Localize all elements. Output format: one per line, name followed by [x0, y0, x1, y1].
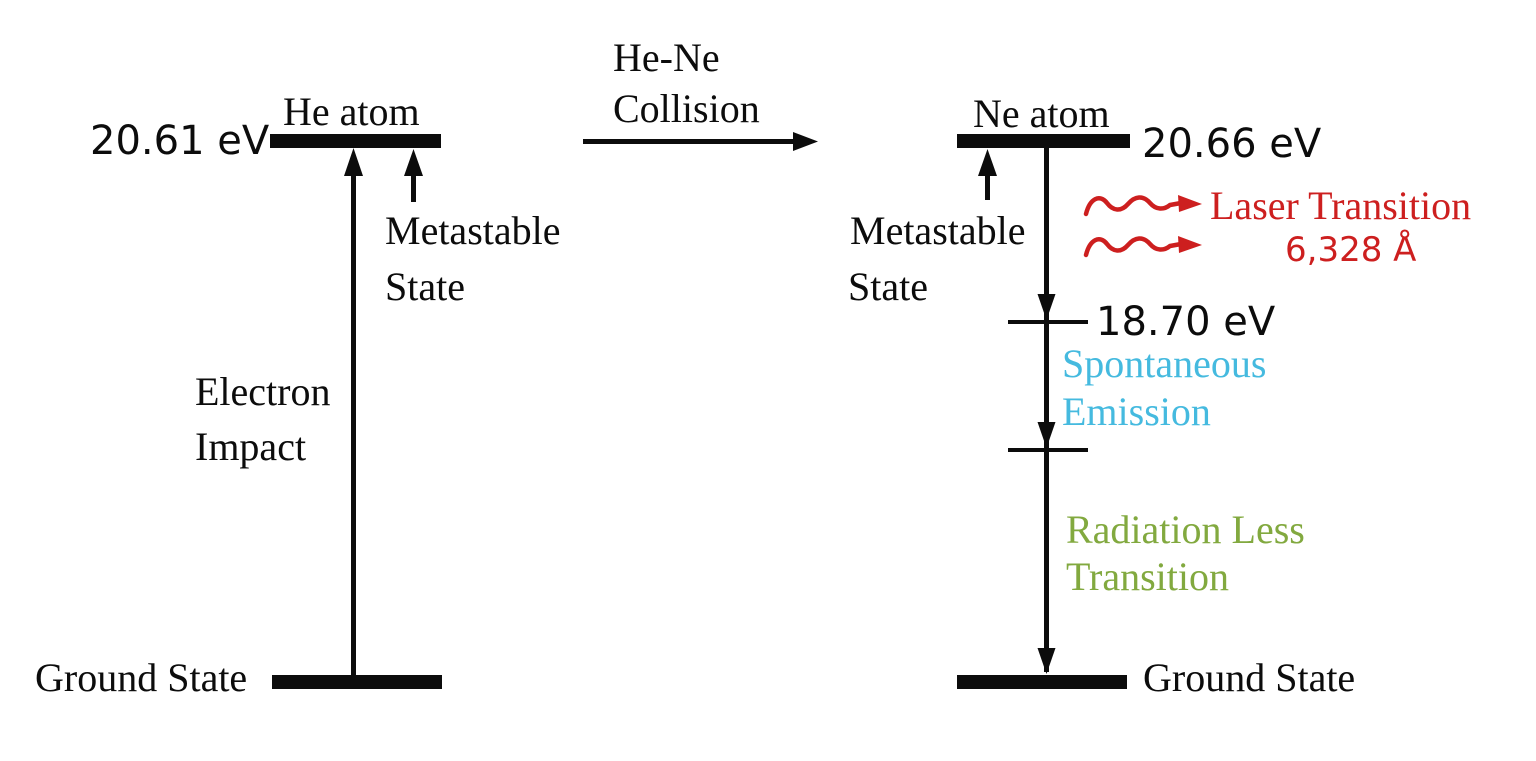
he-atom-label: He atom — [283, 89, 420, 134]
ne-ground-state-label: Ground State — [1143, 655, 1356, 700]
ne-metastable-label-line2: State — [848, 264, 928, 309]
he-excited-level-bar — [270, 134, 441, 148]
ne-excited-level-bar — [957, 134, 1130, 148]
ne-intermediate-energy-label: 18.70 eV — [1096, 299, 1276, 345]
he-metastable-arrowhead-icon — [404, 149, 423, 176]
ne-spontaneous-arrowhead-icon — [1037, 422, 1056, 448]
collision-arrowhead-icon — [793, 132, 818, 151]
spontaneous-emission-label-line1: Spontaneous — [1062, 341, 1267, 386]
radiationless-transition-label-line1: Radiation Less — [1066, 507, 1305, 552]
ne-excited-energy-label: 20.66 eV — [1142, 121, 1322, 167]
laser-transition-label: Laser Transition — [1210, 183, 1472, 228]
ne-laser-arrowhead-icon — [1037, 294, 1056, 320]
photon-wave-icon-1 — [1083, 195, 1202, 217]
electron-impact-label-line1: Electron — [195, 369, 331, 414]
he-excited-energy-label: 20.61 eV — [90, 118, 270, 164]
spontaneous-emission-label-line2: Emission — [1062, 389, 1211, 434]
laser-wavelength-label: 6,328 Å — [1285, 230, 1417, 270]
ne-ground-level-bar — [957, 675, 1127, 689]
collision-label-line2: Collision — [613, 86, 760, 131]
ne-metastable-arrowhead-icon — [978, 149, 997, 176]
he-ground-level-bar — [272, 675, 442, 689]
collision-label-line1: He-Ne — [613, 35, 720, 80]
he-metastable-label-line1: Metastable — [385, 208, 561, 253]
ne-radiationless-arrowhead-icon — [1037, 648, 1056, 674]
he-ground-state-label: Ground State — [35, 655, 248, 700]
photon-wave-icon-2 — [1083, 236, 1202, 258]
ne-metastable-label-line1: Metastable — [850, 208, 1026, 253]
radiationless-transition-label-line2: Transition — [1066, 554, 1230, 599]
electron-impact-label-line2: Impact — [195, 424, 307, 469]
he-metastable-label-line2: State — [385, 264, 465, 309]
ne-atom-label: Ne atom — [973, 91, 1110, 136]
electron-impact-arrowhead-icon — [344, 148, 363, 176]
